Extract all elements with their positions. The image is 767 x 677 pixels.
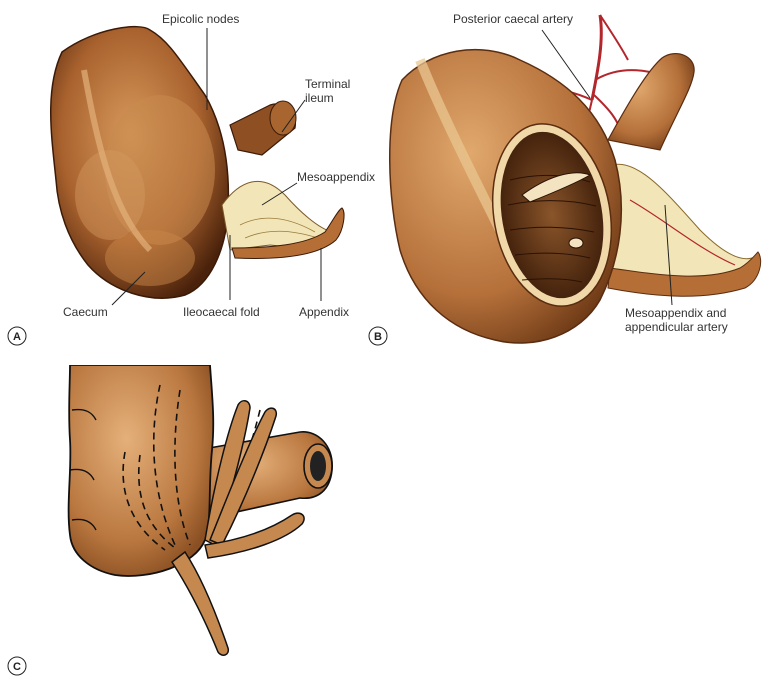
panel-b-letter: B <box>374 331 382 343</box>
panel-a: Epicolic nodes Terminal ileum Mesoappend… <box>8 12 375 345</box>
panel-a-letter: A <box>13 331 21 343</box>
label-epicolic-nodes: Epicolic nodes <box>162 12 239 26</box>
label-ileocaecal-fold: Ileocaecal fold <box>183 305 260 319</box>
label-mesoappendix-b-line1: Mesoappendix and <box>625 306 726 320</box>
label-mesoappendix-b-line2: appendicular artery <box>625 320 728 334</box>
panel-c-illustration <box>60 355 332 655</box>
label-posterior-caecal-artery: Posterior caecal artery <box>453 12 573 26</box>
panel-c: C <box>8 355 332 675</box>
label-mesoappendix-a: Mesoappendix <box>297 170 375 184</box>
panel-b: Posterior caecal artery Mesoappendix and… <box>369 12 761 345</box>
panel-c-letter: C <box>13 661 21 673</box>
label-terminal-ileum-line1: Terminal <box>305 77 350 91</box>
label-caecum: Caecum <box>63 305 108 319</box>
label-appendix: Appendix <box>299 305 349 319</box>
panel-b-illustration <box>390 15 761 343</box>
label-terminal-ileum-line2: ileum <box>305 91 334 105</box>
panel-a-illustration <box>51 27 344 298</box>
